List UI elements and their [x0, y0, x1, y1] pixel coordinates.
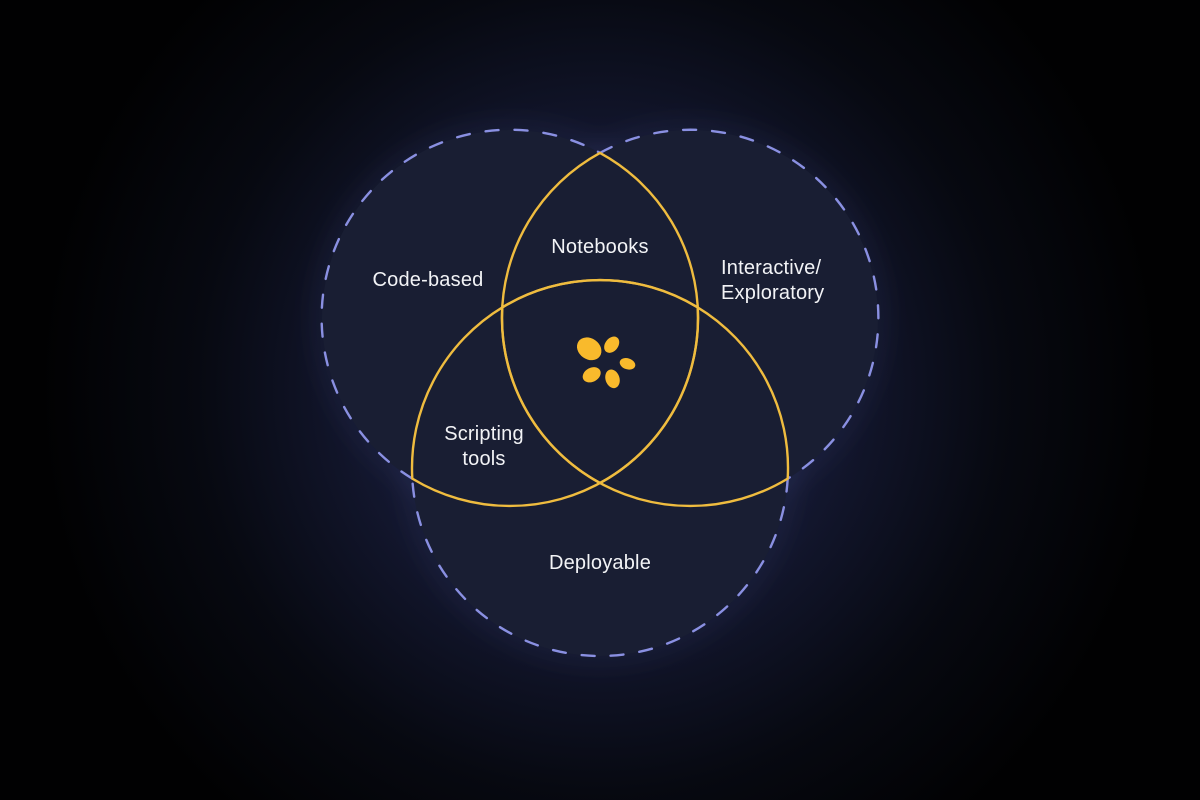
- flower-petal: [619, 358, 636, 370]
- flower-logo-icon: [576, 336, 636, 389]
- set-circle-deployable: [412, 280, 788, 656]
- flower-petal: [576, 337, 602, 361]
- set-outline-deployable: [411, 477, 789, 658]
- set-outline-interactive-exploratory: [598, 128, 880, 480]
- set-region-fills: [322, 130, 878, 656]
- flower-petal: [605, 369, 620, 389]
- flower-petal: [604, 336, 620, 353]
- overlap-outline-interactive-deployable: [500, 278, 790, 508]
- set-outline-code-based: [320, 128, 602, 480]
- overlap-outlines: [410, 151, 790, 508]
- flower-petal: [582, 367, 601, 383]
- set-outlines-dashed: [320, 128, 880, 658]
